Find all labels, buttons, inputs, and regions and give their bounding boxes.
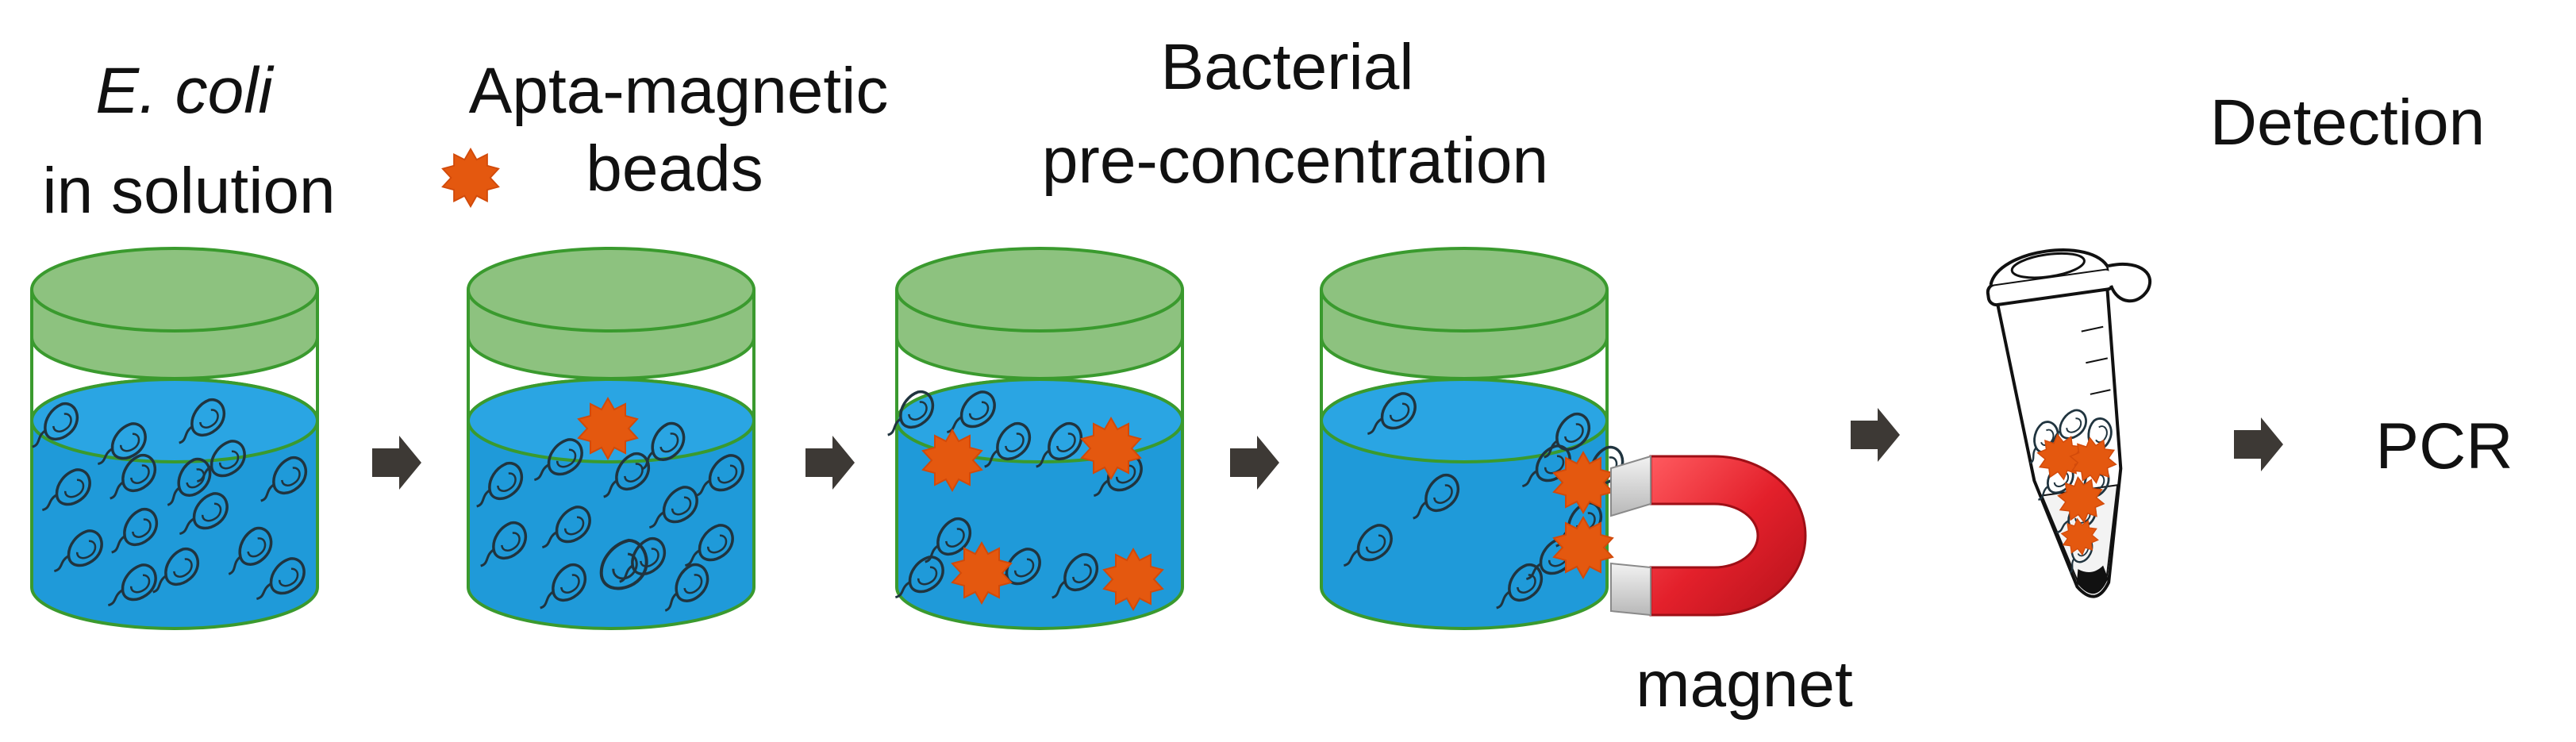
arrow-right-icon (1230, 436, 1279, 490)
magnet-label: magnet (1636, 648, 1853, 721)
jar-1-icon (29, 247, 319, 630)
arrow-right-icon (1851, 408, 1900, 462)
step1-label-line2: in solution (42, 155, 335, 227)
microcentrifuge-tube-icon (1986, 248, 2151, 598)
jar-2-icon (467, 247, 755, 630)
pcr-label: PCR (2375, 410, 2513, 482)
step4-label: Detection (2210, 87, 2485, 159)
arrow-right-icon (2234, 417, 2283, 471)
jar-4-icon (1320, 247, 1630, 630)
arrow-right-icon (372, 436, 421, 490)
step3-label-line2: pre-concentration (1042, 125, 1548, 197)
jar-3-icon (885, 247, 1184, 630)
arrow-right-icon (805, 436, 855, 490)
step1-label-line1: E. coli (95, 55, 275, 127)
legend-bead-icon (441, 148, 500, 208)
step2-label-line1: Apta-magnetic (469, 55, 889, 127)
step3-label-line1: Bacterial (1160, 31, 1413, 103)
horseshoe-magnet-icon (1610, 455, 1807, 617)
step2-label-line2: beads (586, 133, 763, 205)
bacterium-icon (599, 538, 648, 590)
